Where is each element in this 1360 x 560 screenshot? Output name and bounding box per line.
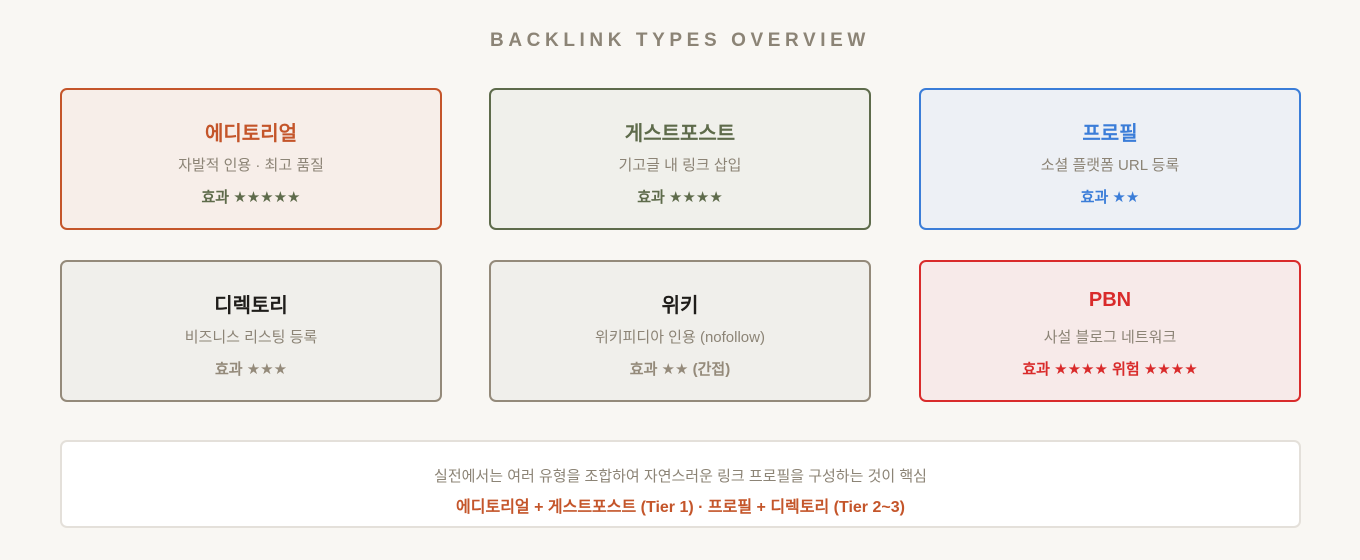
card-pbn: PBN 사설 블로그 네트워크 효과 ★★★★ 위험 ★★★★ (919, 260, 1301, 402)
card-title: 게스트포스트 (624, 123, 736, 145)
card-description: 소셜 플랫폼 URL 등록 (1040, 157, 1180, 174)
card-rating: 효과 ★★ (1080, 189, 1140, 206)
card-title: 프로필 (1082, 123, 1138, 145)
card-description: 자발적 인용 · 최고 품질 (178, 157, 324, 174)
card-title: 디렉토리 (214, 295, 288, 317)
card-description: 사설 블로그 네트워크 (1043, 329, 1177, 346)
card-guest-post: 게스트포스트 기고글 내 링크 삽입 효과 ★★★★ (489, 88, 871, 230)
card-profile: 프로필 소셜 플랫폼 URL 등록 효과 ★★ (919, 88, 1301, 230)
card-directory: 디렉토리 비즈니스 리스팅 등록 효과 ★★★ (60, 260, 442, 402)
summary-tiers: 에디토리얼 + 게스트포스트 (Tier 1) · 프로필 + 디렉토리 (Ti… (456, 499, 905, 516)
card-editorial: 에디토리얼 자발적 인용 · 최고 품질 효과 ★★★★★ (60, 88, 442, 230)
card-title: PBN (1088, 289, 1132, 311)
card-rating: 효과 ★★ (간접) (629, 361, 731, 378)
card-rating: 효과 ★★★ (214, 361, 288, 378)
card-wiki: 위키 위키피디아 인용 (nofollow) 효과 ★★ (간접) (489, 260, 871, 402)
card-rating: 효과 ★★★★ (637, 189, 723, 206)
card-description: 위키피디아 인용 (nofollow) (595, 329, 765, 346)
page-title: BACKLINK TYPES OVERVIEW (490, 30, 870, 51)
card-rating: 효과 ★★★★ 위험 ★★★★ (1022, 361, 1198, 378)
card-rating: 효과 ★★★★★ (201, 189, 301, 206)
summary-text: 실전에서는 여러 유형을 조합하여 자연스러운 링크 프로필을 구성하는 것이 … (434, 468, 927, 485)
card-description: 기고글 내 링크 삽입 (618, 157, 742, 174)
card-title: 에디토리얼 (205, 123, 297, 145)
summary-box: 실전에서는 여러 유형을 조합하여 자연스러운 링크 프로필을 구성하는 것이 … (60, 440, 1301, 528)
card-description: 비즈니스 리스팅 등록 (184, 329, 318, 346)
card-title: 위키 (661, 295, 699, 317)
